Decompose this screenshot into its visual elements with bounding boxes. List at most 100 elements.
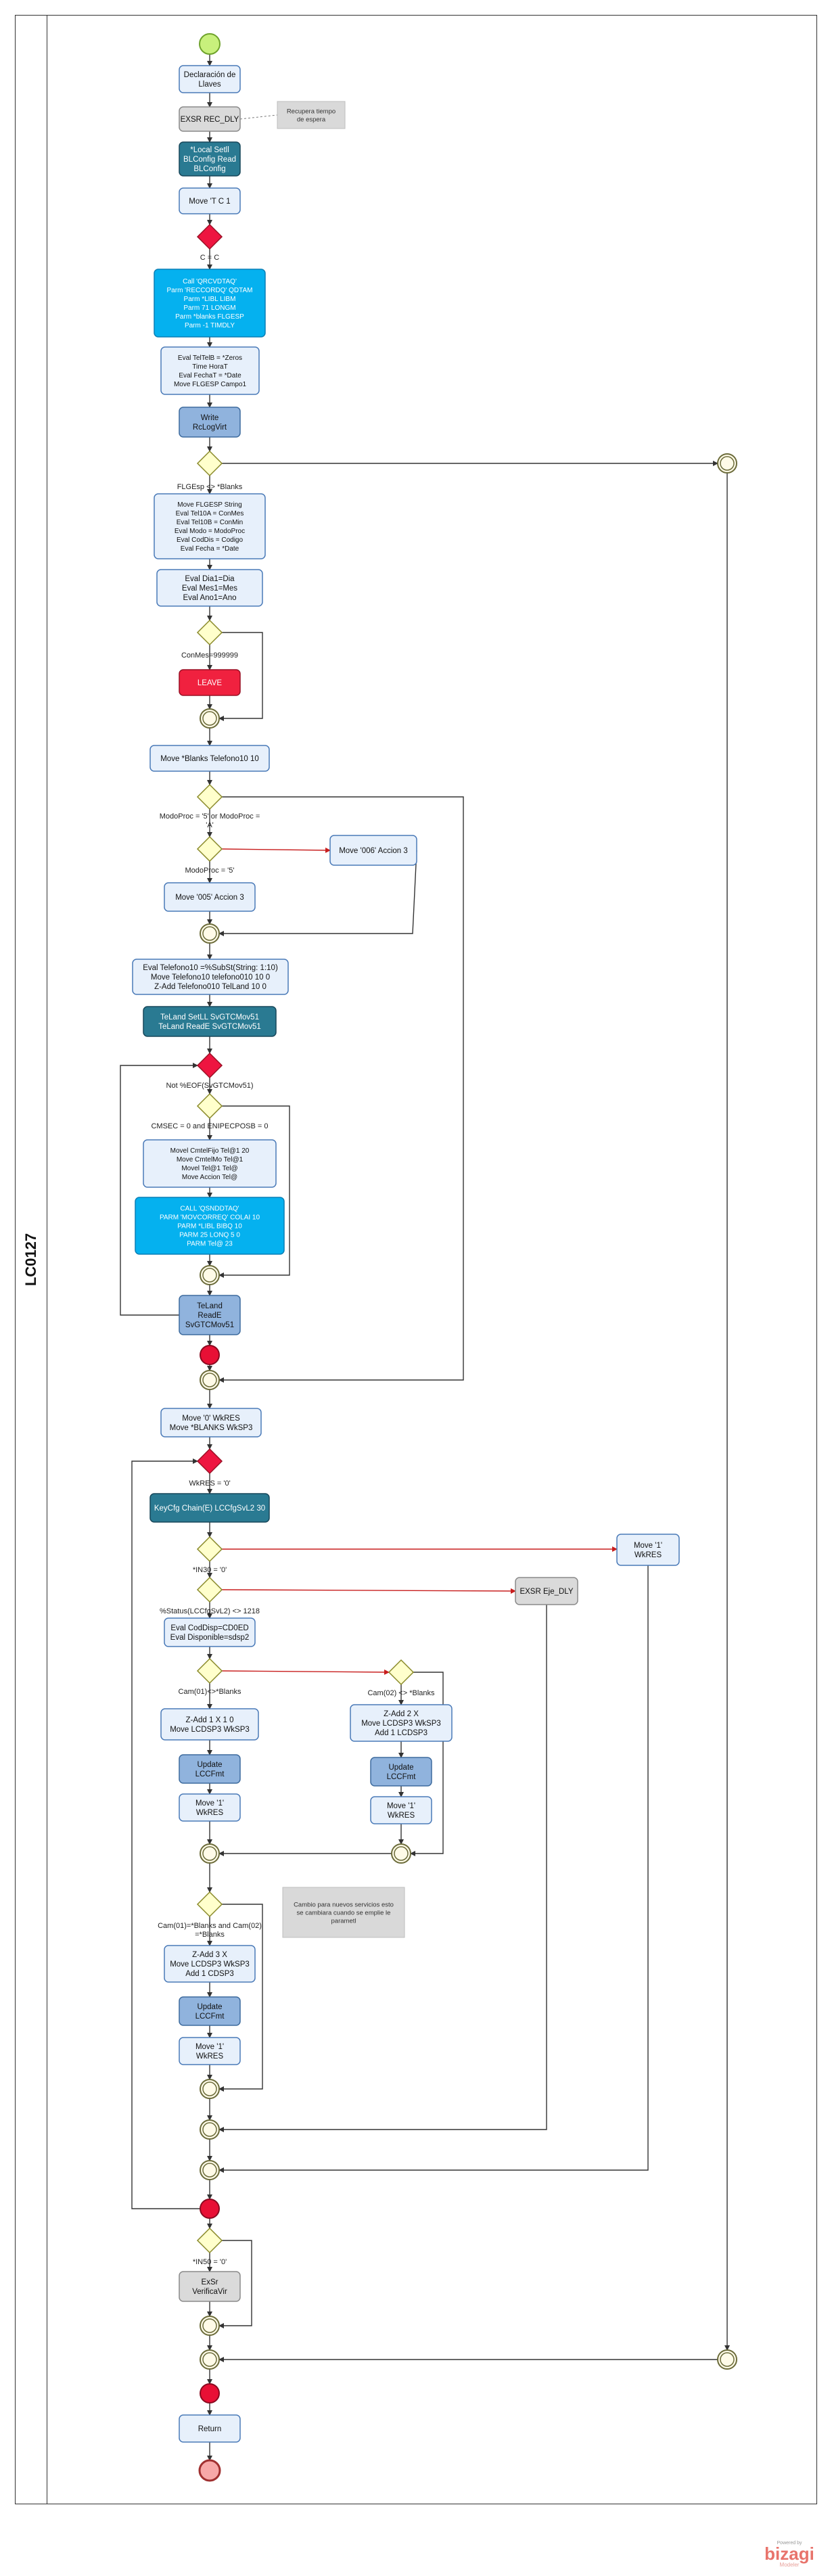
tasks.t_update1-line: Update bbox=[197, 1761, 222, 1769]
event-inner bbox=[202, 926, 217, 941]
task-shape bbox=[179, 65, 241, 93]
intermediate-event-m_cmsec[interactable] bbox=[200, 1265, 220, 1285]
task-t_exsr_rec[interactable]: EXSR REC_DLY bbox=[179, 106, 241, 132]
task-t_move_005[interactable]: Move '005' Accion 3 bbox=[164, 882, 256, 912]
task-t_return[interactable]: Return bbox=[179, 2414, 241, 2443]
gateway-g_conmes[interactable] bbox=[196, 619, 223, 646]
gateway-g_in30[interactable] bbox=[196, 1536, 223, 1563]
gateway-g_in50[interactable] bbox=[196, 2227, 223, 2254]
task-shape bbox=[179, 106, 241, 132]
association-line bbox=[239, 114, 278, 120]
task-t_leave[interactable]: LEAVE bbox=[179, 669, 241, 696]
task-t_call2[interactable]: CALL 'QSNDDTAQ'PARM 'MOVCORREQ' COLAI 10… bbox=[135, 1197, 285, 1255]
gateway-g_cam01[interactable] bbox=[196, 1657, 223, 1684]
condition-label: CMSEC = 0 and ENIPECPOSB = 0 bbox=[151, 1122, 268, 1130]
intermediate-event-m_in30[interactable] bbox=[200, 2160, 220, 2180]
gateway-g_cc[interactable] bbox=[196, 223, 223, 250]
task-t_exsr_eje[interactable]: EXSR Eje_DLY bbox=[515, 1577, 578, 1605]
sequence-flow bbox=[410, 1672, 444, 1856]
intermediate-event-m_cam0102[interactable] bbox=[200, 2079, 220, 2099]
task-shape bbox=[179, 1754, 241, 1784]
task-t_move_blanks[interactable]: Move *Blanks Telefono10 10 bbox=[149, 745, 270, 772]
annotations.a_cambio-line: Cambio para nuevos servicios esto bbox=[294, 1901, 394, 1908]
intermediate-event-m_final[interactable] bbox=[200, 2349, 220, 2370]
tasks.t_call1-line: Parm *LIBL LIBM bbox=[184, 296, 236, 303]
task-shape bbox=[149, 745, 270, 772]
task-t_move_1a[interactable]: Move '1'WkRES bbox=[179, 1793, 241, 1822]
gateway-g_noteof[interactable] bbox=[196, 1052, 223, 1079]
gateway-g_flgesp[interactable] bbox=[196, 450, 223, 477]
event-inner bbox=[202, 2163, 217, 2178]
event-e_final[interactable] bbox=[200, 2383, 220, 2404]
task-t_eval_tel[interactable]: Eval Telefono10 =%SubSt(String: 1:10)Mov… bbox=[132, 959, 289, 995]
task-t_call1[interactable]: Call 'QRCVDTAQ'Parm 'RECCORDQ' QDTAMParm… bbox=[154, 269, 266, 338]
gateway-g_cam02[interactable] bbox=[388, 1659, 415, 1686]
intermediate-event-m_cam02[interactable] bbox=[391, 1843, 411, 1864]
gateway-g_cam0102[interactable] bbox=[196, 1891, 223, 1918]
intermediate-event-m_loop_right[interactable] bbox=[717, 2349, 737, 2370]
end-event[interactable] bbox=[198, 2459, 221, 2482]
event-e_eof[interactable] bbox=[200, 1345, 220, 1365]
tasks.t_return-line: Return bbox=[198, 2425, 222, 2433]
tasks.t_move_flg-line: Eval Fecha = *Date bbox=[181, 545, 239, 553]
task-t_move_1c[interactable]: Move '1'WkRES bbox=[179, 2037, 241, 2065]
gateway-g_modo1[interactable] bbox=[196, 783, 223, 810]
tasks.t_eval_dia-line: Eval Mes1=Mes bbox=[182, 584, 237, 593]
intermediate-event-m_modo[interactable] bbox=[200, 923, 220, 944]
tasks.t_update2-line: Update bbox=[388, 1764, 413, 1772]
task-shape bbox=[160, 346, 260, 395]
gateway-g_wkres[interactable] bbox=[196, 1448, 223, 1475]
intermediate-event-m_cam01[interactable] bbox=[200, 1843, 220, 1864]
task-t_move_1_right[interactable]: Move '1'WkRES bbox=[616, 1534, 680, 1566]
task-t_move_006[interactable]: Move '006' Accion 3 bbox=[329, 835, 417, 866]
event-e_wk[interactable] bbox=[200, 2199, 220, 2219]
tasks.t_call2-line: PARM *LIBL BIBQ 10 bbox=[177, 1223, 242, 1230]
start-event[interactable] bbox=[199, 33, 221, 55]
event-inner bbox=[202, 2352, 217, 2367]
task-shape bbox=[179, 407, 241, 438]
condition-label: %Status(LCCfgSvL2) <> 1218 bbox=[160, 1607, 260, 1615]
tasks.t_update1-line: LCCFmt bbox=[195, 1770, 225, 1778]
tasks.t_telland-line: TeLand ReadE SvGTCMov51 bbox=[158, 1023, 261, 1031]
sequence-flow bbox=[120, 1063, 198, 1316]
task-t_move_tc[interactable]: Move 'T C 1 bbox=[179, 187, 241, 214]
intermediate-event-m_eof[interactable] bbox=[200, 1370, 220, 1390]
condition-label: WkRES = '0' bbox=[189, 1479, 230, 1488]
task-shape bbox=[350, 1704, 453, 1742]
gateway-g_status[interactable] bbox=[196, 1576, 223, 1603]
event-inner bbox=[720, 456, 735, 471]
condition-label: ModoProc = '5' bbox=[185, 867, 235, 875]
task-shape bbox=[160, 1408, 262, 1438]
tasks.t_decl-line: Llaves bbox=[198, 80, 221, 89]
gateway-g_cmsec[interactable] bbox=[196, 1092, 223, 1120]
intermediate-event-m_in50[interactable] bbox=[200, 2316, 220, 2336]
gateway-shape bbox=[196, 835, 223, 862]
intermediate-event-m_conmes[interactable] bbox=[200, 708, 220, 729]
tasks.t_eval1-line: Eval TelTelB = *Zeros bbox=[178, 354, 242, 362]
intermediate-event-m_status[interactable] bbox=[200, 2119, 220, 2140]
intermediate-event-m_loop[interactable] bbox=[717, 453, 737, 474]
task-t_move_1b[interactable]: Move '1'WkRES bbox=[370, 1796, 432, 1824]
task-t_keycfg[interactable]: KeyCfg Chain(E) LCCfgSvL2 30 bbox=[149, 1493, 270, 1523]
gateway-g_modo2[interactable] bbox=[196, 835, 223, 862]
